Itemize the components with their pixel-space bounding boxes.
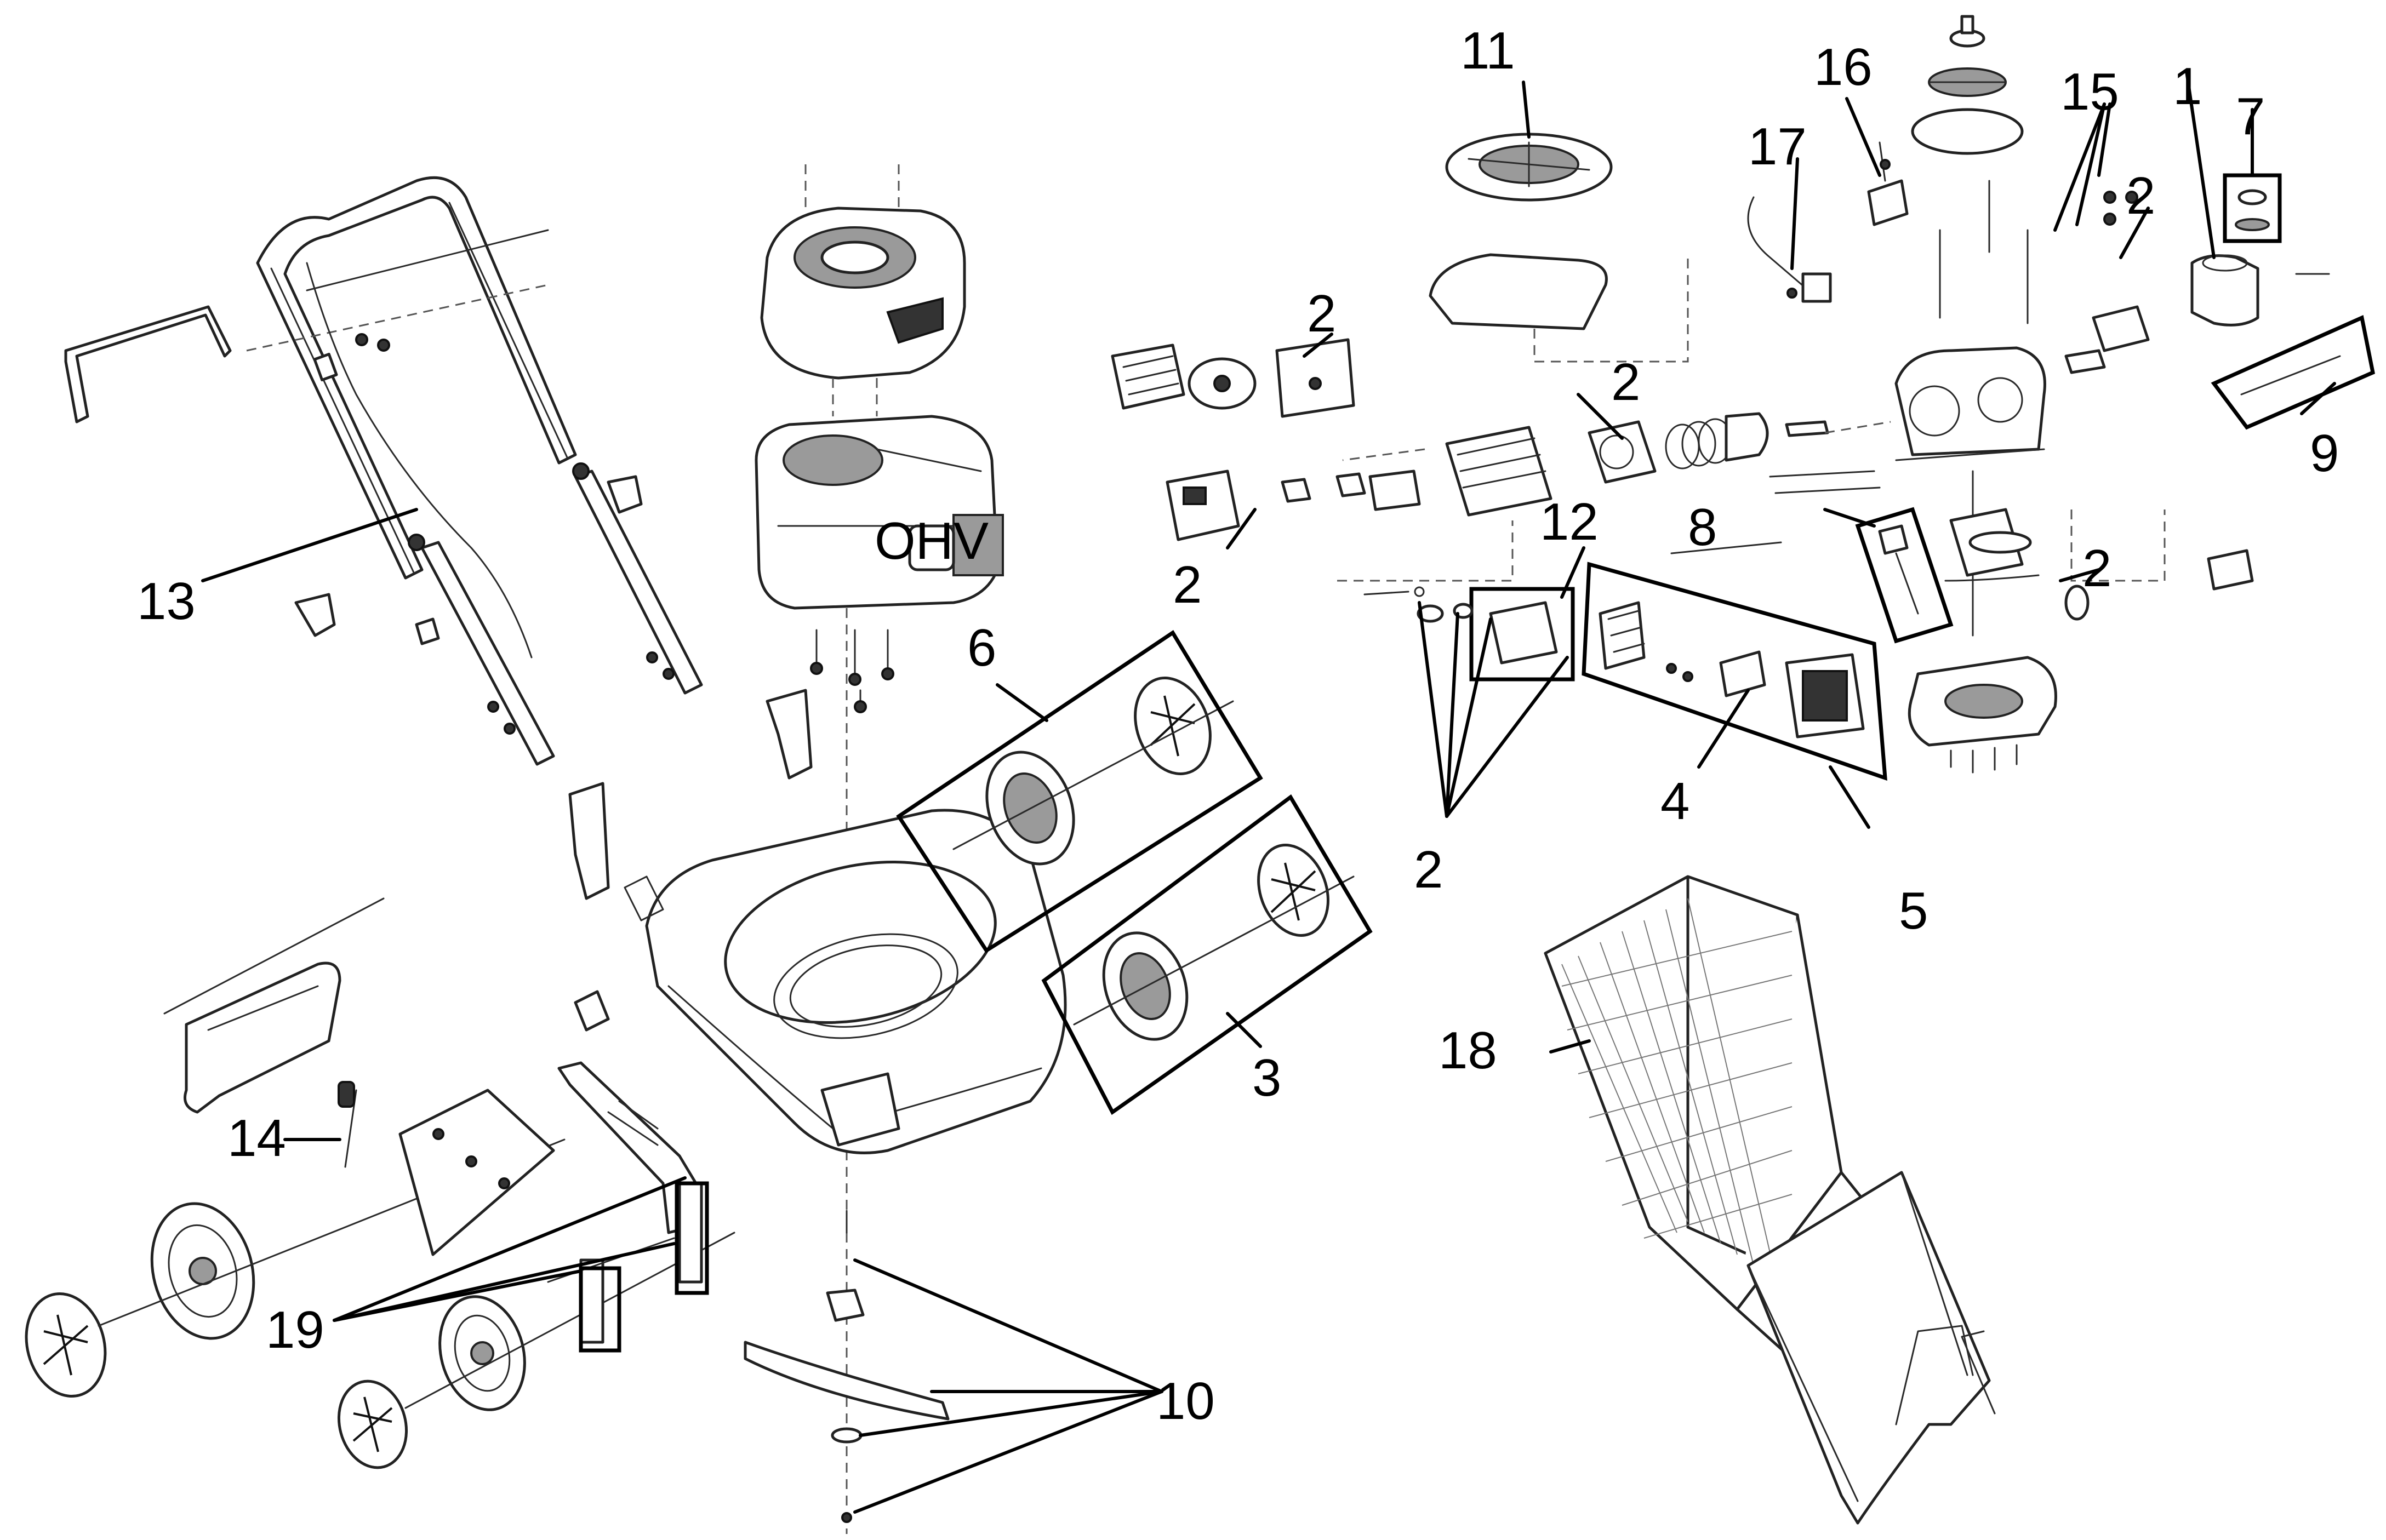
- callout-numbers: 1 2 2 2 2 2 2 3 4 5 6 7 8 9 10 11 12 13 …: [137, 21, 2339, 1430]
- callout-2: 2: [1173, 556, 1202, 614]
- callout-3: 3: [1252, 1049, 1281, 1107]
- callout-2: 2: [1414, 840, 1443, 899]
- callout-boxes: [579, 630, 1373, 1353]
- grass-catcher: [1544, 875, 1996, 1525]
- engine-label: OHV: [875, 512, 989, 570]
- callout-8: 8: [1688, 498, 1717, 557]
- callout-19: 19: [266, 1301, 324, 1359]
- callout-11: 11: [1460, 21, 1515, 80]
- callout-4: 4: [1660, 772, 1689, 831]
- bag-mesh: [1561, 898, 1793, 1277]
- callout-12: 12: [1540, 493, 1599, 551]
- callout-13: 13: [137, 572, 196, 631]
- carburetor-group: [1363, 586, 1575, 682]
- callout-2: 2: [1611, 353, 1640, 411]
- rear-components: [163, 897, 703, 1344]
- engine-assembly: OHV: [755, 164, 1004, 713]
- callout-15: 15: [2060, 62, 2119, 121]
- handle-assembly: [64, 176, 813, 900]
- leader-lines: [201, 70, 2336, 1514]
- callout-14: 14: [227, 1109, 286, 1167]
- callout-16: 16: [1814, 38, 1873, 96]
- callout-2: 2: [2082, 539, 2111, 598]
- callout-1: 1: [2173, 57, 2202, 116]
- callout-5: 5: [1899, 881, 1928, 940]
- callout-18: 18: [1439, 1021, 1497, 1080]
- wheels: [25, 677, 1355, 1469]
- callout-2: 2: [1307, 284, 1336, 343]
- callout-7: 7: [2236, 87, 2265, 146]
- callout-6: 6: [967, 619, 996, 677]
- callout-17: 17: [1748, 117, 1807, 176]
- callout-10: 10: [1156, 1372, 1215, 1430]
- air-filter-group: [1582, 562, 1887, 781]
- engine-exploded-view: [1111, 15, 2375, 774]
- blade-assembly: [744, 1210, 950, 1523]
- callout-9: 9: [2310, 424, 2339, 483]
- callout-2: 2: [2126, 167, 2155, 225]
- mower-deck: [624, 809, 1067, 1154]
